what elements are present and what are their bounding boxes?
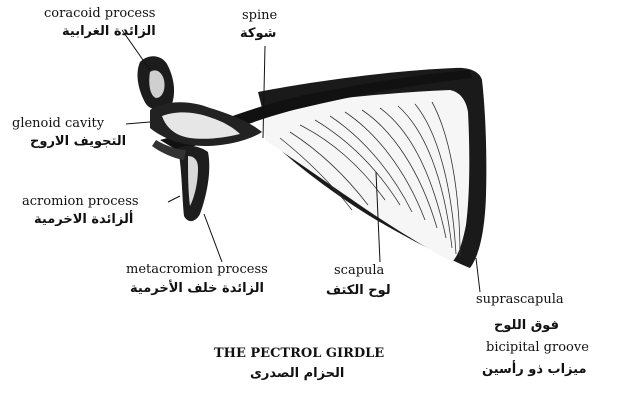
figure-title-arabic: الحزام الصدرى bbox=[250, 366, 344, 381]
scapula-arabic-label: لوح الكتف bbox=[326, 283, 391, 299]
scapula-label: scapula bbox=[334, 263, 384, 278]
glenoid-arabic-label: التجويف الاروح bbox=[30, 134, 126, 150]
spine-arabic-label: شوكة bbox=[240, 26, 276, 42]
bicipital-groove-label: bicipital groove bbox=[486, 340, 589, 355]
figure-title: THE PECTROL GIRDLE bbox=[214, 346, 384, 361]
coracoid-arabic-label: الزائدة الغرابية bbox=[62, 24, 156, 40]
glenoid-label: glenoid cavity bbox=[12, 116, 104, 131]
acromion-arabic-label: ألزائدة الاخرمية bbox=[34, 212, 133, 228]
suprascapula-arabic-label: فوق اللوح bbox=[494, 318, 559, 334]
spine-label: spine bbox=[242, 8, 277, 23]
coracoid-label: coracoid process bbox=[44, 6, 155, 21]
acromion-leader bbox=[168, 196, 180, 202]
bicipital-groove-arabic-label: ميزاب ذو رأسين bbox=[482, 362, 587, 378]
acromion-label: acromion process bbox=[22, 194, 139, 209]
glenoid-leader bbox=[126, 122, 150, 124]
metacromion-arabic-label: الزائدة خلف الأخرمية bbox=[130, 281, 264, 297]
metacromion-label: metacromion process bbox=[126, 262, 268, 277]
metacromion-leader bbox=[204, 214, 222, 262]
suprascapula-leader bbox=[476, 258, 480, 292]
suprascapula-label: suprascapula bbox=[476, 292, 564, 307]
